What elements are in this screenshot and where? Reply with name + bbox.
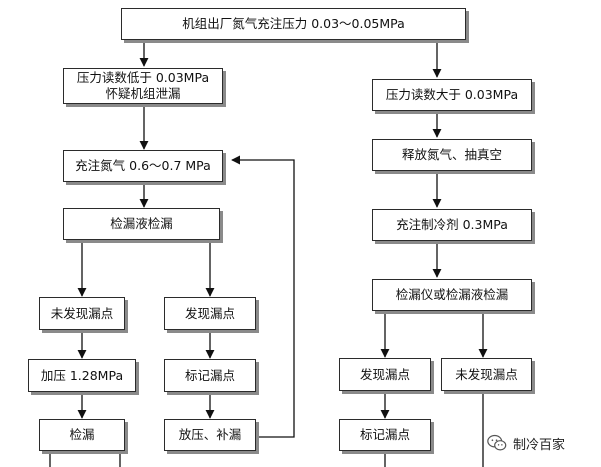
box-pressurize: 加压 1.28MPa <box>28 359 136 392</box>
box-no-leak-found-right-label: 未发现漏点 <box>455 366 518 382</box>
box-no-leak-found-left: 未发现漏点 <box>39 297 125 330</box>
box-mark-leak-right: 标记漏点 <box>339 419 431 451</box>
box-release-repair-label: 放压、补漏 <box>178 427 242 442</box>
box-low-pressure-line2: 怀疑机组泄漏 <box>105 86 181 101</box>
box-no-leak-found-right: 未发现漏点 <box>441 358 532 391</box>
box-pressurize-label: 加压 1.28MPa <box>40 367 124 383</box>
box-high-pressure-label: 压力读数大于 0.03MPa <box>385 87 519 102</box>
box-detector-check: 检漏仪或检漏液检漏 <box>372 279 532 311</box>
box-low-pressure-line1: 压力读数低于 0.03MPa <box>76 70 210 85</box>
watermark-text: 制冷百家 <box>513 437 566 453</box>
box-release-repair: 放压、补漏 <box>164 419 256 451</box>
box-charge-refrigerant-label: 充注制冷剂 0.3MPa <box>396 217 508 232</box>
box-leak-found-left: 发现漏点 <box>164 297 256 330</box>
box-charge-nitrogen: 充注氮气 0.6～0.7 MPa <box>63 150 223 182</box>
box-leak-fluid-check: 检漏液检漏 <box>63 208 220 240</box>
box-leak-check: 检漏 <box>39 419 125 451</box>
box-release-vacuum-label: 释放氮气、抽真空 <box>401 147 502 162</box>
box-no-leak-found-left-label: 未发现漏点 <box>50 305 114 321</box>
box-leak-found-right: 发现漏点 <box>339 358 431 391</box>
box-low-pressure: 压力读数低于 0.03MPa 怀疑机组泄漏 <box>63 68 223 104</box>
box-mark-leak-left: 标记漏点 <box>164 359 256 392</box>
wechat-icon <box>487 434 507 451</box>
watermark: 制冷百家 <box>486 432 565 454</box>
box-factory-pressure: 机组出厂氮气充注压力 0.03～0.05MPa <box>121 8 466 40</box>
loop-release-to-charge <box>231 155 295 438</box>
box-leak-fluid-check-label: 检漏液检漏 <box>110 216 173 231</box>
box-mark-leak-right-label: 标记漏点 <box>359 427 410 442</box>
box-release-vacuum: 释放氮气、抽真空 <box>372 139 532 171</box>
box-detector-check-label: 检漏仪或检漏液检漏 <box>395 287 509 302</box>
box-charge-refrigerant: 充注制冷剂 0.3MPa <box>372 209 532 241</box>
box-mark-leak-left-label: 标记漏点 <box>184 367 235 383</box>
box-leak-found-right-label: 发现漏点 <box>359 366 410 382</box>
box-leak-check-label: 检漏 <box>69 427 95 442</box>
box-factory-pressure-label: 机组出厂氮气充注压力 0.03～0.05MPa <box>182 16 405 31</box>
box-charge-nitrogen-label: 充注氮气 0.6～0.7 MPa <box>75 158 211 173</box>
box-high-pressure: 压力读数大于 0.03MPa <box>372 79 532 111</box>
box-leak-found-left-label: 发现漏点 <box>184 305 235 321</box>
